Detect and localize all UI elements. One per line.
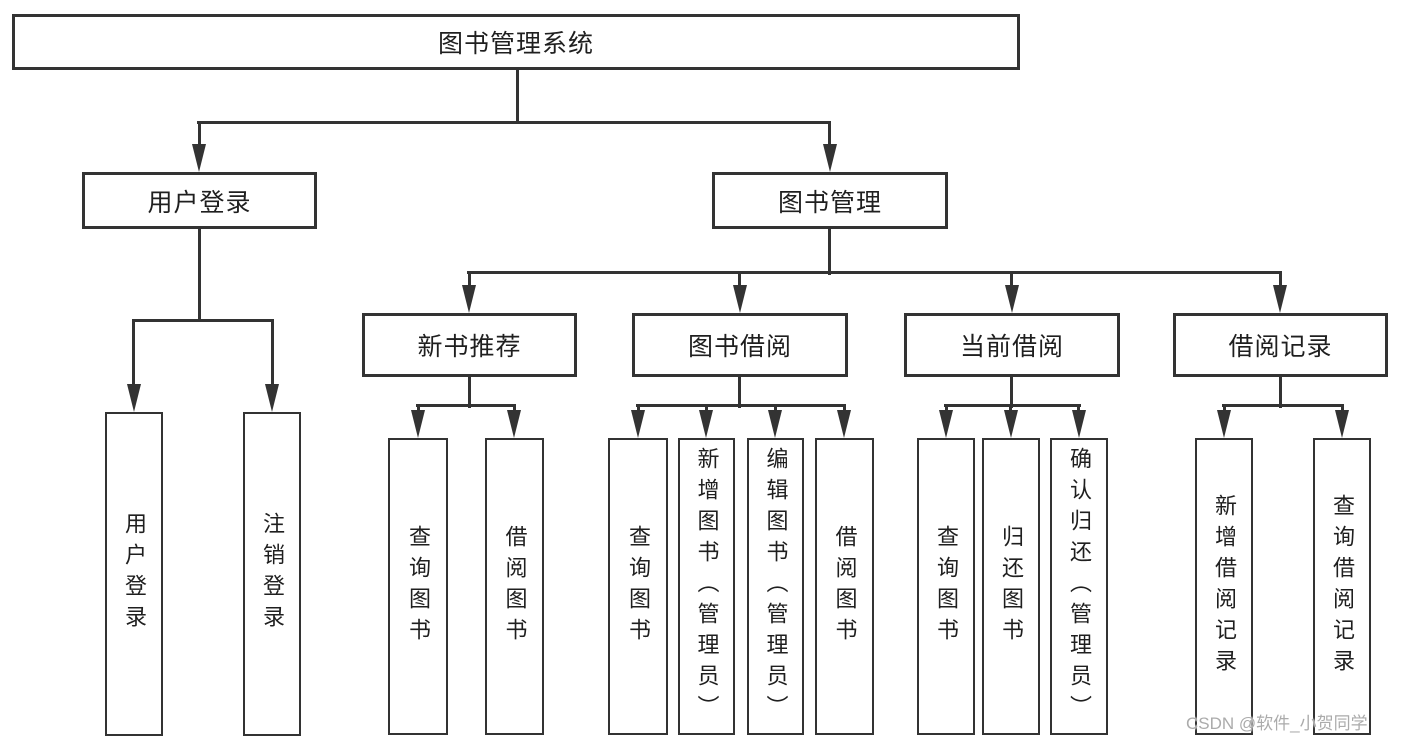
arrow-down-icon — [939, 410, 953, 438]
connector-line — [944, 404, 1081, 407]
leaf-query-borrow-record: 查询借阅记录 — [1313, 438, 1371, 735]
connector-line — [738, 271, 741, 293]
node-user-login-label: 用户登录 — [147, 188, 252, 217]
leaf-query-book-2-label: 查询图书 — [626, 524, 651, 649]
connector-line — [132, 319, 274, 322]
node-book-management: 图书管理 — [712, 172, 948, 229]
node-book-management-label: 图书管理 — [777, 188, 882, 217]
arrow-down-icon — [699, 410, 713, 438]
node-current-borrow-label: 当前借阅 — [959, 333, 1064, 361]
connector-line — [1222, 404, 1344, 407]
arrow-down-icon — [1217, 410, 1231, 438]
leaf-query-book-1-label: 查询图书 — [406, 524, 431, 649]
connector-line — [828, 228, 831, 275]
arrow-down-icon — [733, 285, 747, 313]
arrow-down-icon — [1273, 285, 1287, 313]
leaf-edit-book-admin: 编辑图书（管理员） — [747, 438, 804, 735]
leaf-borrow-book-1-label: 借阅图书 — [502, 524, 528, 649]
node-root-label: 图书管理系统 — [437, 30, 594, 58]
arrow-down-icon — [1072, 410, 1086, 438]
leaf-logout-label: 注销登录 — [260, 512, 285, 636]
arrow-down-icon — [507, 410, 521, 438]
connector-line — [738, 375, 741, 408]
leaf-add-book-admin-label: 新增图书（管理员） — [694, 447, 720, 726]
node-user-login: 用户登录 — [82, 172, 317, 229]
connector-line — [271, 319, 274, 390]
leaf-return-book-label: 归还图书 — [999, 524, 1024, 649]
connector-line — [1010, 375, 1013, 408]
connector-line — [1279, 375, 1282, 408]
arrow-down-icon — [837, 410, 851, 438]
node-book-borrow-label: 图书借阅 — [687, 333, 792, 361]
leaf-query-borrow-record-label: 查询借阅记录 — [1330, 493, 1355, 680]
node-borrow-record-label: 借阅记录 — [1228, 333, 1333, 361]
leaf-add-borrow-record-label: 新增借阅记录 — [1212, 493, 1237, 680]
arrow-down-icon — [823, 144, 837, 172]
leaf-query-book-3: 查询图书 — [917, 438, 975, 735]
arrow-down-icon — [768, 410, 782, 438]
node-current-borrow: 当前借阅 — [904, 313, 1120, 377]
connector-line — [416, 404, 516, 407]
leaf-confirm-return-admin: 确认归还（管理员） — [1050, 438, 1108, 735]
leaf-query-book-3-label: 查询图书 — [934, 524, 959, 649]
arrow-down-icon — [462, 285, 476, 313]
arrow-down-icon — [1005, 285, 1019, 313]
connector-line — [636, 404, 846, 407]
arrow-down-icon — [1004, 410, 1018, 438]
leaf-logout: 注销登录 — [243, 412, 301, 736]
connector-line — [198, 121, 201, 151]
arrow-down-icon — [192, 144, 206, 172]
node-book-borrow: 图书借阅 — [632, 313, 848, 377]
node-new-book-recommend: 新书推荐 — [362, 313, 577, 377]
connector-line — [467, 271, 1282, 274]
leaf-borrow-book-2-label: 借阅图书 — [832, 524, 858, 649]
connector-line — [197, 121, 831, 124]
connector-line — [1010, 271, 1013, 293]
connector-line — [828, 121, 831, 151]
node-root: 图书管理系统 — [12, 14, 1020, 70]
connector-line — [468, 271, 471, 293]
connector-line — [132, 319, 135, 390]
leaf-add-borrow-record: 新增借阅记录 — [1195, 438, 1253, 735]
node-borrow-record: 借阅记录 — [1173, 313, 1388, 377]
connector-line — [198, 228, 201, 322]
arrow-down-icon — [631, 410, 645, 438]
leaf-confirm-return-admin-label: 确认归还（管理员） — [1067, 447, 1092, 726]
leaf-add-book-admin: 新增图书（管理员） — [678, 438, 735, 735]
arrow-down-icon — [1335, 410, 1349, 438]
leaf-borrow-book-2: 借阅图书 — [815, 438, 874, 735]
leaf-user-login: 用户登录 — [105, 412, 163, 736]
leaf-user-login-label: 用户登录 — [122, 512, 147, 636]
watermark: CSDN @软件_小贺同学 — [1186, 714, 1368, 733]
leaf-edit-book-admin-label: 编辑图书（管理员） — [763, 447, 789, 726]
node-new-book-recommend-label: 新书推荐 — [417, 333, 522, 361]
leaf-query-book-2: 查询图书 — [608, 438, 668, 735]
connector-line — [468, 375, 471, 408]
connector-line — [516, 68, 519, 123]
arrow-down-icon — [127, 384, 141, 412]
connector-line — [1279, 271, 1282, 293]
arrow-down-icon — [265, 384, 279, 412]
leaf-query-book-1: 查询图书 — [388, 438, 448, 735]
arrow-down-icon — [411, 410, 425, 438]
leaf-borrow-book-1: 借阅图书 — [485, 438, 544, 735]
leaf-return-book: 归还图书 — [982, 438, 1040, 735]
